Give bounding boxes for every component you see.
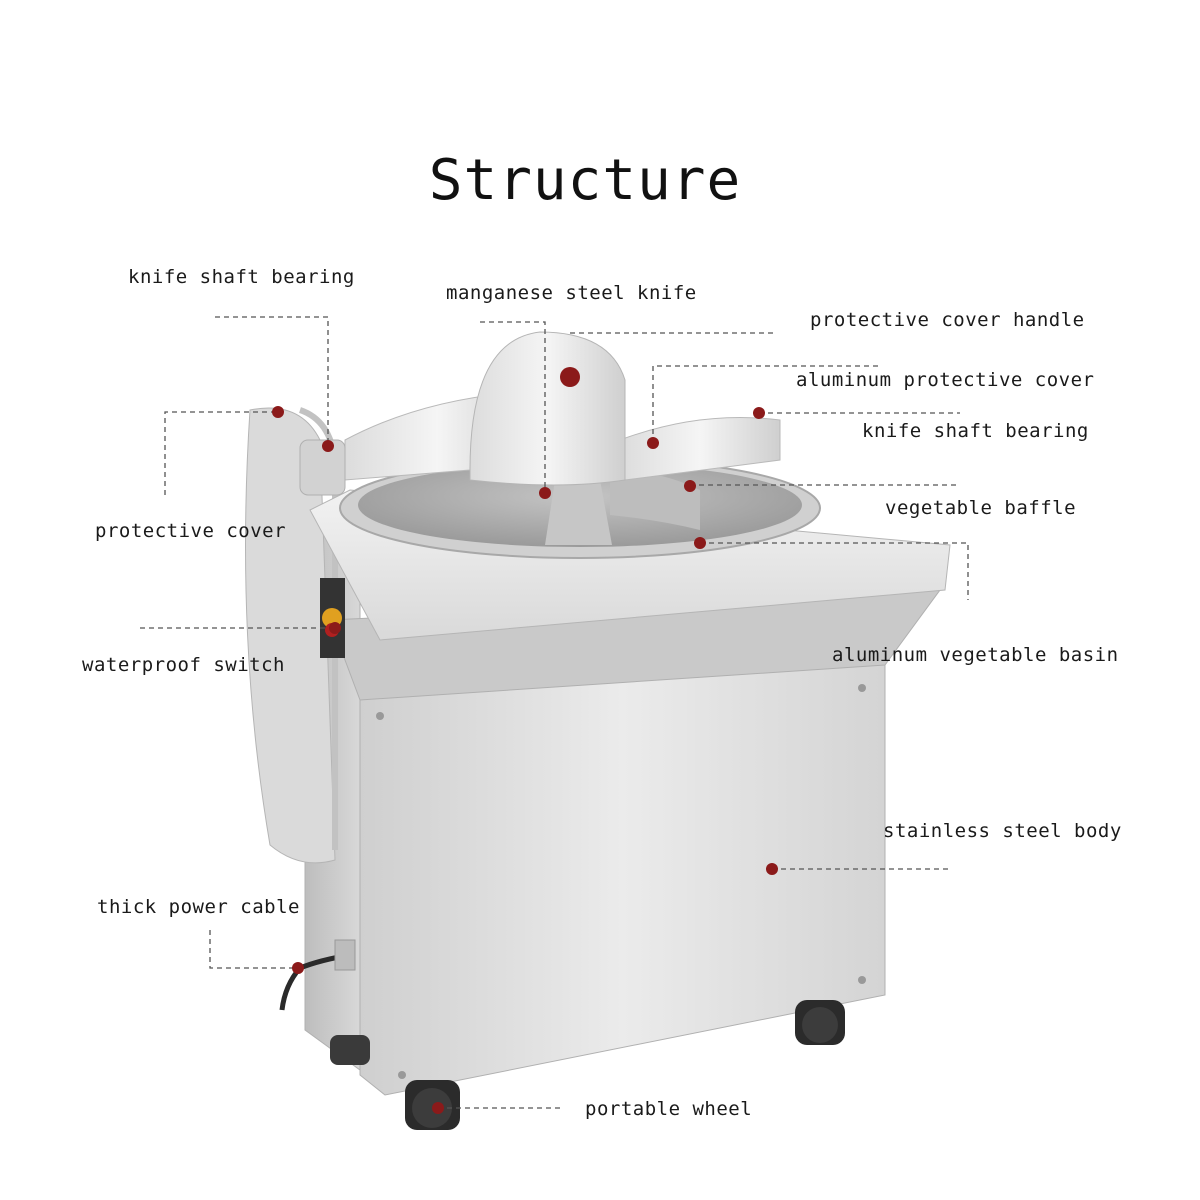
- label-aluminum-protective-cover: aluminum protective cover: [796, 369, 1095, 391]
- label-vegetable-baffle: vegetable baffle: [885, 497, 1077, 519]
- label-protective-cover-handle: protective cover handle: [810, 309, 1085, 331]
- leader-lines: [140, 316, 969, 1109]
- diagram-title: Structure: [428, 148, 742, 213]
- marker-manganese-steel-knife: [539, 487, 551, 499]
- marker-stainless-steel-body: [766, 863, 778, 875]
- leader-knife-shaft-bearing-left: [215, 316, 329, 445]
- label-knife-shaft-bearing-right: knife shaft bearing: [862, 420, 1089, 442]
- leader-protective-cover: [164, 411, 278, 495]
- marker-aluminum-vegetable-basin: [694, 537, 706, 549]
- label-thick-power-cable: thick power cable: [97, 896, 300, 918]
- label-stainless-steel-body: stainless steel body: [883, 820, 1122, 842]
- marker-aluminum-protective-cover: [647, 437, 659, 449]
- marker-portable-wheel: [432, 1102, 444, 1114]
- marker-vegetable-baffle: [684, 480, 696, 492]
- marker-thick-power-cable: [292, 962, 304, 974]
- label-portable-wheel: portable wheel: [585, 1098, 753, 1120]
- cover-hood: [469, 331, 626, 486]
- leader-thick-power-cable: [209, 930, 298, 969]
- marker-knife-shaft-bearing-left: [322, 440, 334, 452]
- leader-manganese-steel-knife: [480, 321, 546, 493]
- label-aluminum-vegetable-basin: aluminum vegetable basin: [832, 644, 1119, 666]
- marker-protective-cover: [272, 406, 284, 418]
- label-manganese-steel-knife: manganese steel knife: [446, 282, 697, 304]
- portable-wheel-front: [405, 1080, 460, 1130]
- knife-shaft: [545, 480, 612, 545]
- leader-aluminum-vegetable-basin: [700, 542, 969, 600]
- label-knife-shaft-bearing-left: knife shaft bearing: [128, 266, 355, 288]
- marker-dots: [272, 367, 778, 1114]
- knife-shaft-bearing-housing: [299, 439, 346, 496]
- vegetable-baffle-shape: [610, 470, 700, 530]
- marker-protective-cover-handle: [560, 367, 580, 387]
- label-protective-cover: protective cover: [95, 520, 287, 542]
- label-waterproof-switch: waterproof switch: [82, 654, 285, 676]
- side-protective-cover: [245, 407, 336, 864]
- marker-knife-shaft-bearing-right: [753, 407, 765, 419]
- marker-waterproof-switch: [329, 622, 341, 634]
- portable-wheel-back: [795, 1000, 845, 1045]
- leader-aluminum-protective-cover: [652, 365, 880, 443]
